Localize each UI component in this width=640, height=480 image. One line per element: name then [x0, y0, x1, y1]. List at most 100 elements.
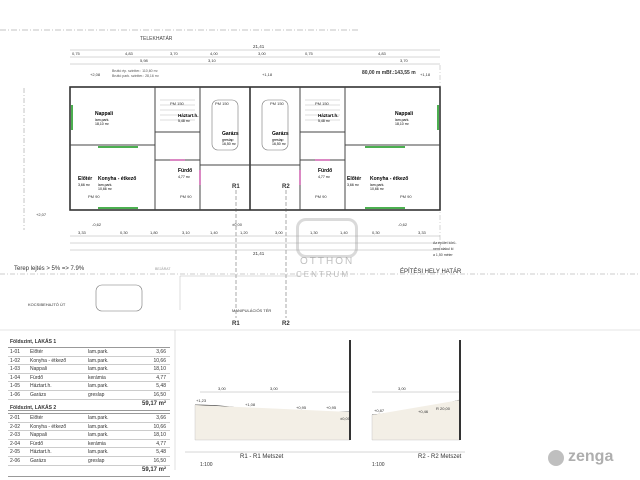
- section-r1-scale: 1:100: [200, 462, 213, 468]
- dim-top-6: 4,83: [378, 51, 387, 56]
- svg-text:+1,23: +1,23: [196, 398, 207, 403]
- room-label-haztart-1: Háztart.h. 5,48 m²: [178, 113, 199, 123]
- svg-text:+0,87: +0,87: [374, 408, 385, 413]
- svg-text:Háztart.h.: Háztart.h.: [318, 113, 339, 118]
- dim-bottom-0: 3,33: [78, 230, 87, 235]
- svg-text:+1,08: +1,08: [245, 402, 256, 407]
- pm-label-7: PM 90: [315, 194, 327, 199]
- level-mark-3: +2,08: [90, 72, 101, 77]
- room-label-furdo-2: Fürdő 4,77 m²: [318, 168, 332, 179]
- manipulation-label: MANIPULÁCIÓS TÉR: [232, 308, 271, 313]
- svg-text:Garázs: Garázs: [222, 131, 239, 137]
- room-label-konyha-2: Konyha - étkező lam.park. 10,66 m²: [370, 176, 408, 191]
- svg-text:Előtér: Előtér: [347, 176, 361, 182]
- dim-bottom-7: 1,30: [310, 230, 319, 235]
- svg-text:10,66 m²: 10,66 m²: [98, 187, 113, 191]
- level-mark-1: +1,18: [262, 72, 273, 77]
- room-label-furdo-1: Fürdő 4,77 m²: [178, 168, 192, 179]
- watermark-line-2: CENTRUM: [296, 270, 350, 279]
- driveway-label: KOCSIBEHAJTÓ ÚT: [28, 302, 66, 307]
- room-label-konyha-1: Konyha - étkező lam.park. 10,66 m²: [98, 176, 136, 191]
- room-label-haztart-2: Háztart.h. 5,48 m²: [318, 113, 339, 123]
- svg-text:lam.park.: lam.park.: [95, 118, 109, 122]
- dim-bottom-2: 1,80: [150, 230, 159, 235]
- svg-text:lam.park.: lam.park.: [98, 183, 112, 187]
- boundary-label: TELEKHATÁR: [140, 35, 173, 42]
- zenga-logo-icon: [548, 450, 564, 466]
- svg-text:18,10 m²: 18,10 m²: [395, 122, 410, 126]
- watermark-line-1: OTTHON: [300, 256, 355, 267]
- section-mark-r2-b: R2: [282, 321, 290, 327]
- side-note-1: Az épület körü-: [433, 241, 457, 245]
- pm-label-4: PM 150: [315, 101, 330, 106]
- slope-note: Terep lejtés > 5% => 7.9%: [14, 266, 85, 272]
- svg-text:greslap: greslap: [222, 138, 234, 142]
- section-mark-r2-a: R2: [282, 184, 290, 190]
- pm-label-6: PM 90: [180, 194, 192, 199]
- svg-text:+0,95: +0,95: [296, 405, 307, 410]
- svg-text:lam.park.: lam.park.: [395, 118, 409, 122]
- room-table-1-title: Földszint, LAKÁS 1: [8, 338, 170, 348]
- door-marks: [170, 159, 330, 185]
- svg-text:3,00: 3,00: [270, 386, 279, 391]
- dim-bottom-9: 0,30: [372, 230, 381, 235]
- svg-text:Nappali: Nappali: [395, 111, 414, 117]
- level-mark-6: -0,62: [398, 222, 408, 227]
- pm-label-2: PM 150: [215, 101, 230, 106]
- overall-dim-bottom: 21,41: [253, 251, 265, 256]
- window-marks: [71, 105, 439, 209]
- dim-top-7: 5,98: [140, 58, 149, 63]
- room-label-garazs-1: Garázs greslap 16,50 m²: [222, 131, 239, 146]
- overall-dim-top: 21,41: [253, 44, 265, 49]
- svg-text:3,66 m²: 3,66 m²: [347, 183, 360, 187]
- dim-bottom-6: 3,00: [275, 230, 284, 235]
- svg-text:Nappali: Nappali: [95, 111, 114, 117]
- dim-top-4: 3,00: [258, 51, 267, 56]
- area-note-1: Bruttó ép. szintter.: 110,60 m²: [112, 69, 158, 73]
- elevation-note: 80,00 m mBf.:143,55 m: [362, 70, 416, 76]
- svg-text:16,50 m²: 16,50 m²: [272, 142, 287, 146]
- room-table-2-title: Földszint, LAKÁS 2: [8, 404, 170, 414]
- room-label-eloter-1: Előtér 3,66 m²: [78, 176, 92, 187]
- room-label-garazs-2: Garázs greslap 16,50 m²: [272, 131, 289, 146]
- svg-text:Fürdő: Fürdő: [318, 168, 332, 174]
- svg-text:+0,95: +0,95: [326, 405, 337, 410]
- svg-text:5,48 m²: 5,48 m²: [178, 119, 191, 123]
- zenga-brand: zenga: [568, 448, 614, 465]
- svg-text:Konyha - étkező: Konyha - étkező: [370, 176, 408, 182]
- svg-text:Garázs: Garázs: [272, 131, 289, 137]
- bottom-dimension-lines: [70, 235, 440, 251]
- svg-text:lam.park.: lam.park.: [370, 183, 384, 187]
- pm-label-5: PM 90: [88, 194, 100, 199]
- interior-walls: [70, 87, 440, 210]
- side-note-2: nem alakul ki: [433, 247, 454, 251]
- building-outline: [69, 86, 441, 211]
- level-mark-5: -0,62: [92, 222, 102, 227]
- section-r2-title: R2 - R2 Metszet: [418, 454, 462, 460]
- dim-bottom-4: 1,40: [210, 230, 219, 235]
- driveway-car: [95, 284, 143, 312]
- section-r1-drawing: 3,00 3,00 +1,23 +1,08 +0,95 +0,95 ±0,00 …: [185, 340, 365, 468]
- dim-top-2: 3,70: [170, 51, 179, 56]
- room-label-nappali-1: Nappali lam.park. 18,10 m²: [95, 111, 114, 126]
- room-label-eloter-2: Előtér 3,66 m²: [347, 176, 361, 187]
- room-table-2-total: 59,17 m²: [8, 466, 170, 477]
- svg-text:+0,46: +0,46: [418, 409, 429, 414]
- level-mark-7: ±0,00: [232, 222, 243, 227]
- svg-text:4,77 m²: 4,77 m²: [318, 175, 331, 179]
- pm-label-8: PM 90: [400, 194, 412, 199]
- svg-text:Konyha - étkező: Konyha - étkező: [98, 176, 136, 182]
